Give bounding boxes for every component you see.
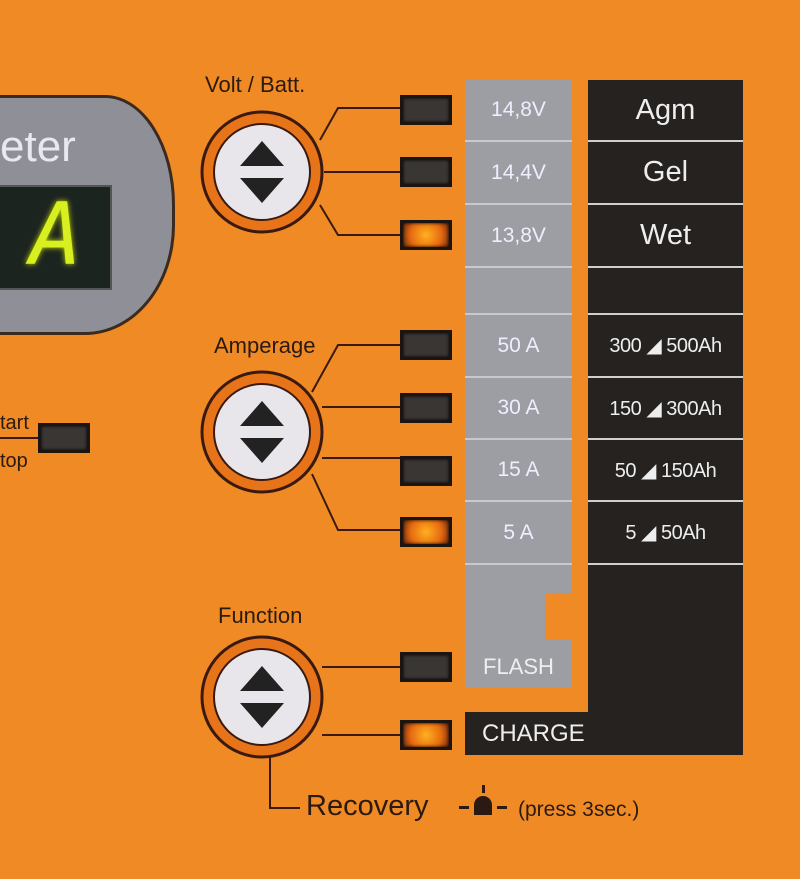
gray-blank-row [465, 268, 572, 315]
value-column [465, 80, 572, 688]
type-column [588, 80, 743, 755]
column-notch [545, 594, 572, 640]
function-button[interactable] [202, 637, 322, 757]
led-5a [400, 517, 452, 547]
recovery-hint: (press 3sec.) [518, 798, 640, 821]
amperage-value: 15 A [465, 440, 572, 502]
black-blank-row [588, 268, 743, 315]
battery-type: Agm [588, 80, 743, 142]
warning-beacon-icon [459, 785, 507, 815]
battery-type: Gel [588, 142, 743, 205]
volt-batt-button[interactable] [202, 112, 322, 232]
knob-volt [200, 110, 324, 234]
led-14-4v [400, 157, 452, 187]
battery-capacity: 50 ◢ 150Ah [588, 440, 743, 502]
charge-label: CHARGE [482, 719, 585, 747]
voltage-value: 13,8V [465, 205, 572, 268]
led-charge [400, 720, 452, 750]
battery-type: Wet [588, 205, 743, 268]
charge-strip [465, 712, 743, 755]
amperage-button[interactable] [202, 372, 322, 492]
battery-capacity: 150 ◢ 300Ah [588, 378, 743, 440]
flash-label: FLASH [483, 653, 554, 679]
recovery-label: Recovery [306, 790, 429, 822]
knob-amperage [200, 370, 324, 494]
battery-capacity: 5 ◢ 50Ah [588, 502, 743, 565]
battery-capacity: 300 ◢ 500Ah [588, 315, 743, 378]
start-label: tart [0, 412, 29, 434]
display-title: eter [0, 122, 76, 171]
amperage-label: Amperage [214, 333, 316, 358]
lcd-value: A [30, 185, 82, 285]
led-15a [400, 456, 452, 486]
voltage-value: 14,4V [465, 142, 572, 205]
led-13-8v [400, 220, 452, 250]
function-label: Function [218, 603, 303, 628]
led-14-8v [400, 95, 452, 125]
amperage-value: 50 A [465, 315, 572, 378]
lcd-readout: A [0, 185, 112, 290]
led-flash [400, 652, 452, 682]
amperage-value: 30 A [465, 378, 572, 440]
voltage-value: 14,8V [465, 80, 572, 142]
amperage-value: 5 A [465, 502, 572, 565]
knob-function [200, 635, 324, 759]
stop-label: top [0, 450, 28, 472]
volt-batt-label: Volt / Batt. [205, 72, 306, 97]
start-stop-button[interactable] [38, 423, 90, 453]
led-50a [400, 330, 452, 360]
led-30a [400, 393, 452, 423]
